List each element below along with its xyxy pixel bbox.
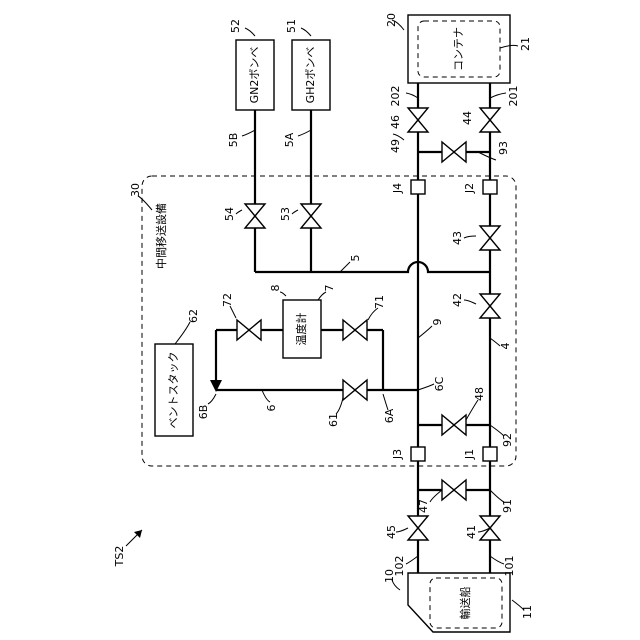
ref-6C: 6C (433, 376, 446, 391)
valve-44[interactable] (480, 108, 500, 132)
junction-J3 (411, 447, 425, 461)
junction-J1 (483, 447, 497, 461)
ref-48: 48 (473, 387, 486, 401)
valve-48[interactable] (442, 415, 466, 435)
valve-47[interactable] (442, 480, 466, 500)
junction-J2 (483, 180, 497, 194)
valve-45[interactable] (408, 516, 428, 540)
ref-10: 10 (383, 569, 396, 583)
ref-6B: 6B (197, 405, 210, 420)
container-label: コンテナ (452, 27, 465, 71)
ref-45: 45 (385, 525, 398, 539)
ref-93: 93 (497, 141, 510, 155)
ref-42: 42 (451, 293, 464, 307)
pipe-5 (255, 262, 490, 272)
valve-53[interactable] (301, 204, 321, 228)
ref-9: 9 (431, 319, 444, 326)
vent-stack-label: ベントスタック (167, 352, 180, 429)
valve-49[interactable] (442, 142, 466, 162)
facility-title: 中間移送設備 (154, 203, 168, 269)
ref-92: 92 (501, 433, 514, 447)
ref-201: 201 (507, 86, 520, 107)
gn2-cylinder-label: GN2ボンベ (248, 47, 261, 104)
label-J3: J3 (391, 449, 404, 460)
ref-41: 41 (465, 525, 478, 539)
ship-label: 輸送船 (458, 587, 472, 620)
label-J1: J1 (463, 449, 476, 460)
gh2-cylinder-label: GH2ボンベ (304, 47, 317, 104)
ref-30: 30 (129, 183, 142, 197)
ref-6: 6 (265, 405, 278, 412)
ref-54: 54 (223, 207, 236, 221)
ref-46: 46 (389, 115, 402, 129)
valve-72[interactable] (237, 320, 261, 340)
reference-labels: 20 21 202 201 46 44 49 93 52 51 5B 5A 54… (129, 13, 534, 619)
ref-202: 202 (389, 86, 402, 107)
ref-7: 7 (323, 285, 336, 292)
ref-11: 11 (521, 605, 534, 619)
valve-43[interactable] (480, 226, 500, 250)
valve-54[interactable] (245, 204, 265, 228)
ref-62: 62 (187, 309, 200, 323)
ref-47: 47 (417, 499, 430, 513)
ref-5B: 5B (227, 133, 240, 148)
ref-44: 44 (461, 111, 474, 125)
ref-53: 53 (279, 207, 292, 221)
ref-20: 20 (385, 13, 398, 27)
ref-43: 43 (451, 231, 464, 245)
ref-61: 61 (327, 413, 340, 427)
ref-5: 5 (349, 255, 362, 262)
figure-arrow-icon (126, 530, 142, 546)
ref-71: 71 (373, 295, 386, 309)
ref-72: 72 (221, 293, 234, 307)
figure-label: TS2 (113, 546, 126, 568)
valve-42[interactable] (480, 294, 500, 318)
thermometer-label: 温度計 (294, 313, 308, 346)
label-J4: J4 (391, 183, 404, 194)
ref-51: 51 (285, 19, 298, 33)
ref-8: 8 (269, 285, 282, 292)
valve-46[interactable] (408, 108, 428, 132)
ref-101: 101 (503, 556, 516, 577)
valve-61[interactable] (343, 380, 367, 400)
ref-49: 49 (389, 139, 402, 153)
ref-5A: 5A (283, 132, 296, 147)
ref-52: 52 (229, 19, 242, 33)
ref-91: 91 (501, 499, 514, 513)
label-J2: J2 (463, 183, 476, 194)
valve-71[interactable] (343, 320, 367, 340)
ref-4: 4 (499, 343, 512, 350)
junction-J4 (411, 180, 425, 194)
ref-6A: 6A (383, 408, 396, 423)
ref-21: 21 (519, 37, 532, 51)
